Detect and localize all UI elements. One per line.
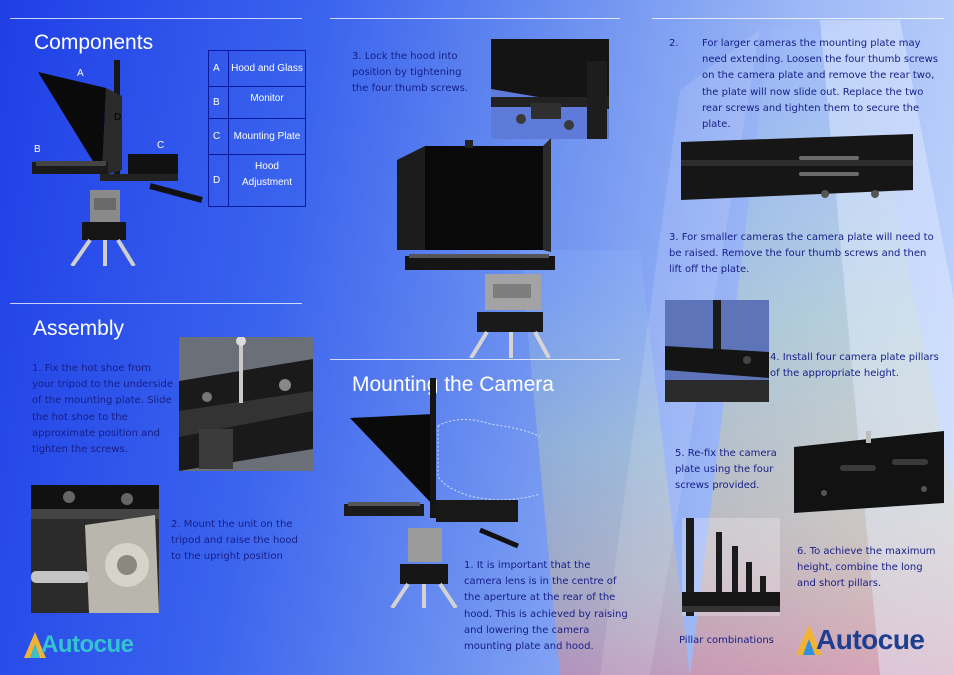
mounting-plate-extended-photo: [681, 134, 913, 200]
label-a: A: [77, 68, 84, 79]
thumb-screws-photo: [491, 39, 609, 139]
label-c: C: [157, 140, 165, 151]
mounting-step-1: 1. It is important that the camera lens …: [464, 560, 628, 653]
autocue-logo-icon: [24, 632, 46, 658]
mounting-step-3: 3. For smaller cameras the camera plate …: [669, 232, 934, 276]
assembly-step-1: 1. Fix the hot shoe from your tripod to …: [32, 363, 174, 456]
table-value: Monitor: [228, 86, 306, 119]
rule-top-left: [10, 18, 302, 19]
autocue-logo-icon: [796, 625, 822, 655]
table-value: Hood and Glass: [228, 50, 306, 87]
components-heading: Components: [34, 31, 154, 54]
table-key: B: [208, 86, 229, 119]
camera-plate-refix-photo: [794, 431, 944, 513]
rule-mounting: [330, 359, 620, 360]
label-b: B: [34, 144, 41, 155]
pillar-caption: Pillar combinations: [679, 635, 774, 646]
mounting-step-4: 4. Install four camera plate pillars of …: [770, 352, 939, 380]
teleprompter-components-photo: [32, 60, 203, 266]
label-d: D: [114, 112, 122, 123]
pillar-combinations-photo: [682, 518, 780, 616]
rule-assembly: [10, 303, 302, 304]
pillars-install-photo: [665, 300, 769, 402]
table-row: C Mounting Plate: [208, 118, 306, 155]
autocue-logo-text: Autocue: [41, 631, 134, 658]
autocue-logo-text: Autocue: [816, 624, 925, 655]
mounting-step-6: 6. To achieve the maximum height, combin…: [797, 546, 936, 590]
autocue-logo-left: Autocue: [24, 631, 134, 659]
table-key: D: [208, 154, 229, 207]
table-row: D Hood Adjustment: [208, 154, 306, 207]
tripod-mount-photo: [31, 485, 159, 613]
table-row: A Hood and Glass: [208, 50, 306, 87]
rule-top-right: [652, 18, 944, 19]
mounting-heading: Mounting the Camera: [352, 373, 554, 396]
table-value: Mounting Plate: [228, 118, 306, 155]
table-row: B Monitor: [208, 86, 306, 119]
hot-shoe-photo: [179, 337, 313, 471]
camera-mounting-photo: [344, 378, 540, 608]
components-table: A Hood and Glass B Monitor C Mounting Pl…: [208, 50, 306, 207]
teleprompter-hood-photo: [397, 138, 555, 358]
assembly-step-2: 2. Mount the unit on the tripod and rais…: [171, 519, 298, 563]
table-key: C: [208, 118, 229, 155]
rule-top-middle: [330, 18, 620, 19]
mounting-step-2: For larger cameras the mounting plate ma…: [702, 38, 939, 131]
assembly-step-3: 3. Lock the hood into position by tighte…: [352, 51, 469, 95]
assembly-heading: Assembly: [33, 317, 125, 340]
table-value: Hood Adjustment: [228, 154, 306, 207]
mounting-step-5: 5. Re-fix the camera plate using the fou…: [675, 448, 777, 492]
autocue-logo-right: Autocue: [796, 624, 925, 656]
table-key: A: [208, 50, 229, 87]
mounting-step-2-number: 2.: [669, 38, 679, 49]
